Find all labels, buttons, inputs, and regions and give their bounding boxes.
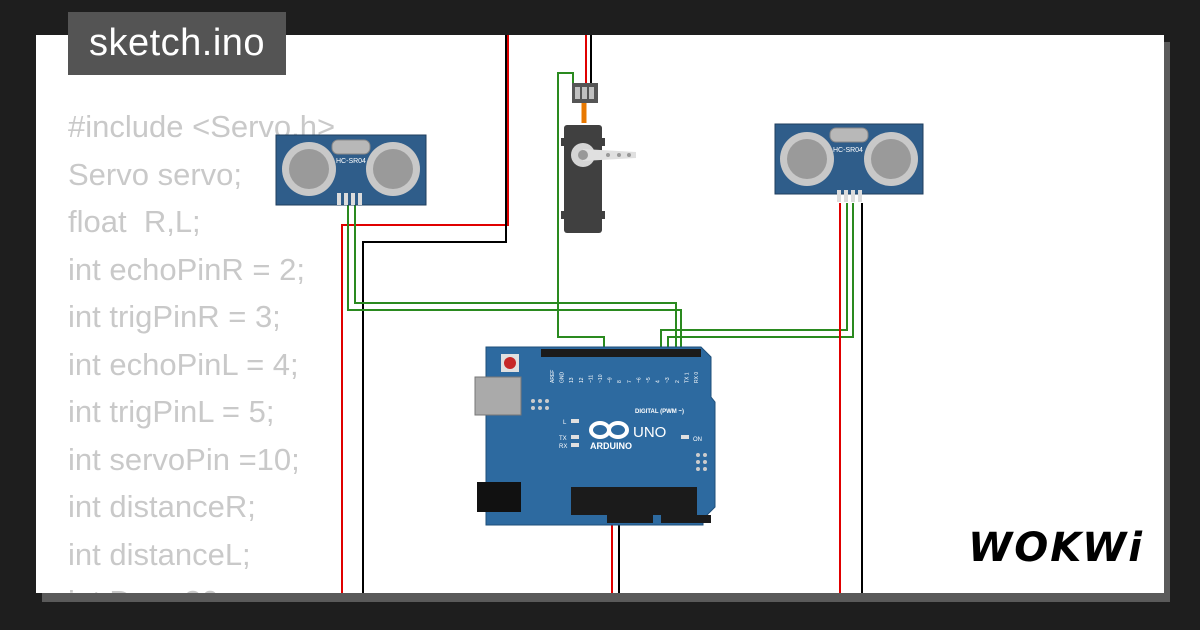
pin-label: 8 (617, 380, 623, 383)
code-line: int distanceR; (68, 489, 256, 524)
pin-label: 3.3V (620, 536, 626, 547)
on-led-label: ON (693, 437, 702, 443)
pin-label: AREF (550, 370, 556, 383)
sensor-left-label: HC-SR04 (336, 158, 366, 165)
digital-header (541, 349, 701, 357)
circuit-diagram[interactable]: HC-SR04 HC-SR04 (36, 35, 1164, 593)
pin-label: 2 (675, 380, 681, 383)
pin-label: GND (640, 536, 646, 548)
code-line: int trigPinR = 3; (68, 299, 281, 334)
tx-led-label: TX (559, 436, 567, 442)
code-line: int echoPinL = 4; (68, 346, 299, 382)
pin-label: ~10 (598, 374, 604, 383)
ultrasonic-sensor-left[interactable]: HC-SR04 (275, 134, 427, 206)
pin-label: 12 (579, 377, 585, 383)
arduino-brand-label: ARDUINO (590, 441, 632, 451)
file-tab[interactable]: sketch.ino (68, 12, 286, 75)
pin-label: A4 (693, 541, 699, 547)
pin-label: Vin (646, 540, 652, 547)
analog-header (661, 515, 711, 523)
pin-label: ~6 (636, 377, 642, 383)
sensor-right-label: HC-SR04 (833, 147, 863, 154)
wire-green-servo (557, 72, 605, 347)
code-line: int echoPinR = 2; (68, 251, 305, 287)
pin-label: ~5 (646, 377, 652, 383)
power-jack (477, 482, 521, 512)
pin-label: A3 (685, 541, 691, 547)
wire-green-left-trig (347, 203, 682, 347)
digital-pins-label: DIGITAL (PWM ~) (635, 409, 684, 415)
wire-black-left-top (362, 35, 507, 593)
arduino-uno-board[interactable]: ARDUINO UNO DIGITAL (PWM ~) POWER ANALOG… (474, 346, 716, 547)
code-line: int servoPin =10; (68, 441, 300, 477)
code-line: Servo servo; (68, 156, 243, 192)
rx-led-label: RX (559, 444, 567, 450)
pin-label: RESET (614, 530, 620, 547)
power-header (607, 515, 653, 523)
pin-label: A5 (701, 541, 707, 547)
pin-label: ~9 (608, 377, 614, 383)
wokwi-logo: WOKWi (968, 525, 1144, 571)
code-line: int distanceL; (68, 536, 251, 572)
pin-label: IOREF (607, 532, 613, 547)
atmega-chip (571, 487, 697, 515)
pin-label: A2 (677, 541, 683, 547)
pin-label: ~3 (665, 377, 671, 383)
code-line: float R,L; (68, 204, 201, 239)
project-card[interactable]: #include <Servo.h>Servo servo;float R,L;… (36, 35, 1164, 593)
pin-label: RX 0 (694, 372, 700, 383)
arduino-model-label: UNO (633, 424, 666, 441)
wire-green-left-echo (354, 203, 677, 347)
pin-label: A0 (661, 541, 667, 547)
ultrasonic-sensor-right[interactable]: HC-SR04 (774, 123, 924, 202)
wire-green-right-echo (667, 203, 854, 347)
power-label: POWER (628, 526, 651, 532)
code-line: int D = 30; (68, 578, 335, 593)
servo-motor[interactable] (561, 83, 636, 233)
pin-label: 4 (656, 380, 662, 383)
wires (341, 35, 863, 593)
pin-label: 7 (627, 380, 633, 383)
pin-label: 5V (627, 540, 633, 547)
l-led-label: L (563, 420, 567, 426)
pin-label: GND (633, 536, 639, 548)
code-line: int trigPinL = 5; (68, 394, 275, 429)
pin-label: GND (560, 372, 566, 384)
code-preview: #include <Servo.h>Servo servo;float R,L;… (68, 103, 335, 593)
arduino-infinity-icon (589, 421, 629, 439)
usb-port (474, 376, 522, 416)
pin-label: ~11 (588, 375, 594, 383)
analog-label: ANALOG IN (675, 526, 709, 532)
pin-label: 13 (569, 377, 575, 383)
pin-label: A1 (669, 541, 675, 547)
wire-red-left-top (341, 35, 509, 593)
pin-label: TX 1 (684, 372, 690, 383)
wire-green-right-trig (660, 203, 848, 347)
